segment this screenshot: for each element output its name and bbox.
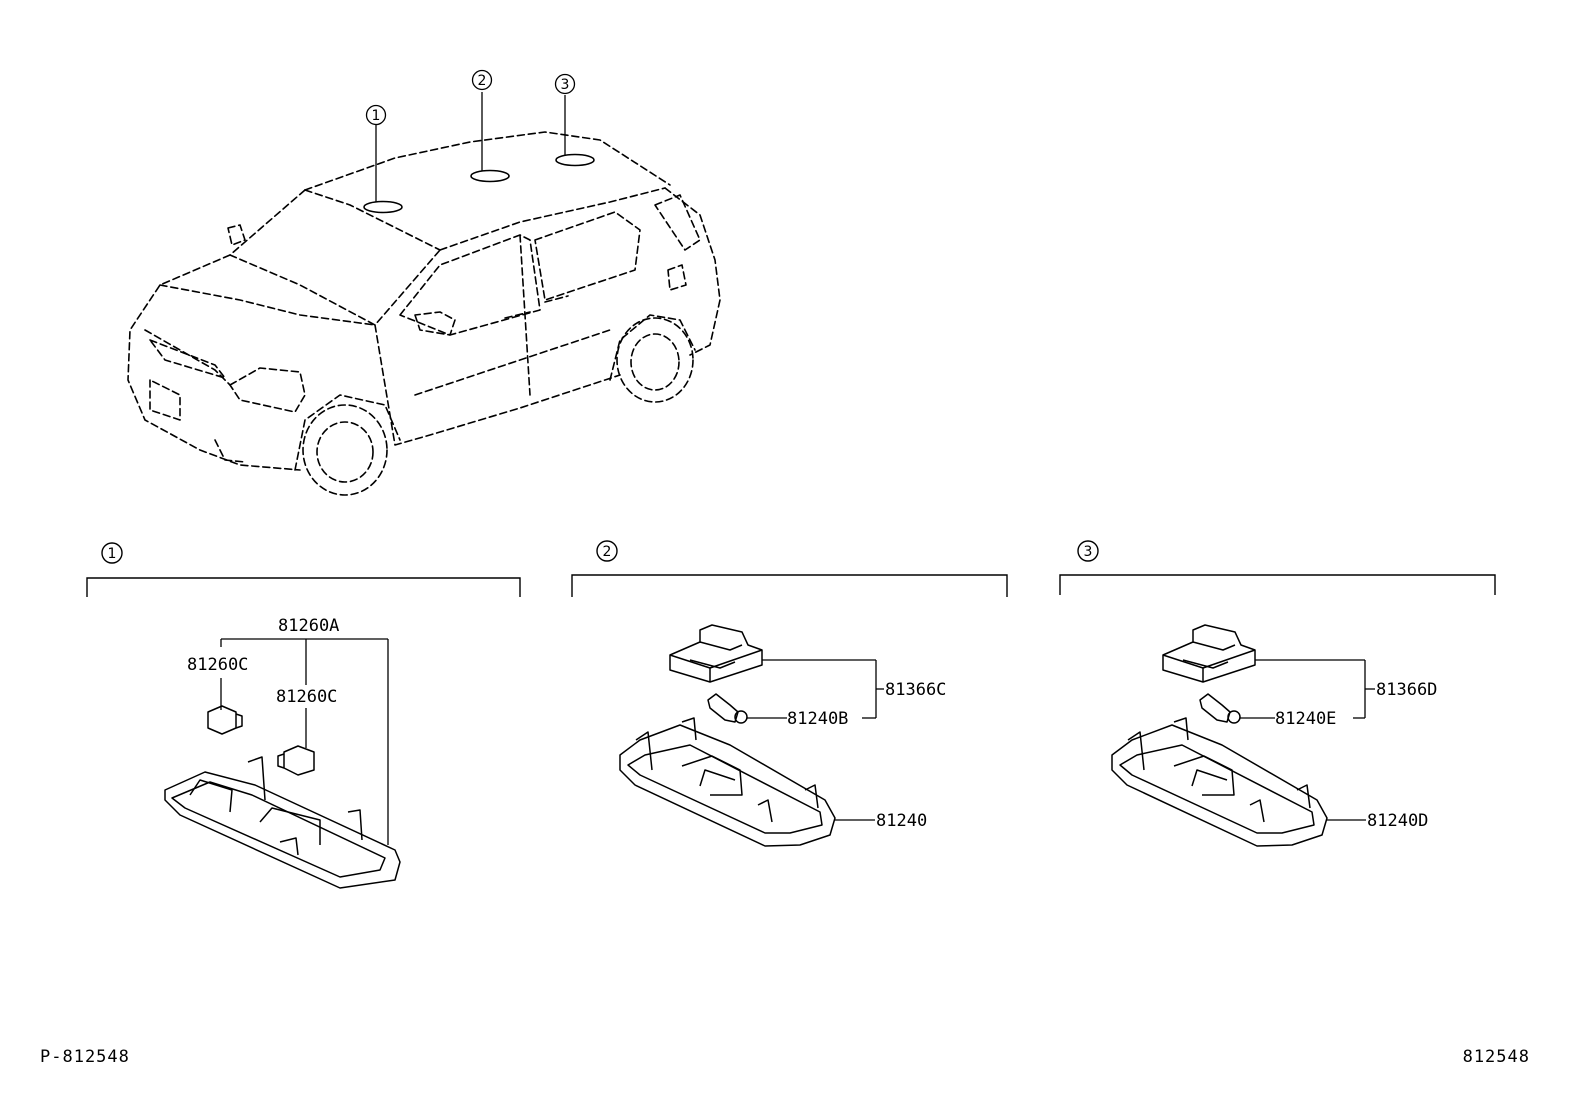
part-label-81260a: 81260A bbox=[278, 616, 339, 636]
part-label-81240b: 81240B bbox=[787, 709, 848, 729]
roof-lamp-2 bbox=[470, 169, 510, 183]
roof-lamp-1 bbox=[363, 200, 403, 214]
callout-number-1: 1 bbox=[372, 108, 381, 124]
part-label-81260c-right: 81260C bbox=[276, 687, 337, 707]
section-3-leaders bbox=[1240, 659, 1375, 821]
callout-number-3: 3 bbox=[561, 77, 570, 93]
part-label-81366c: 81366C bbox=[885, 680, 946, 700]
vehicle-illustration bbox=[127, 131, 721, 496]
section-3-lamp-assembly bbox=[1111, 624, 1328, 847]
section-2-leaders bbox=[747, 659, 884, 821]
section-2-lamp-assembly bbox=[619, 624, 836, 847]
part-label-81260c-left: 81260C bbox=[187, 655, 248, 675]
section-1-leaders bbox=[220, 638, 389, 845]
part-label-81366d: 81366D bbox=[1376, 680, 1437, 700]
footer-drawing-id-right: 812548 bbox=[1462, 1047, 1530, 1067]
part-label-81240e: 81240E bbox=[1275, 709, 1336, 729]
section-number-2: 2 bbox=[603, 544, 612, 560]
roof-lamp-markers bbox=[363, 153, 595, 214]
section-1-lamp-assembly bbox=[164, 705, 401, 889]
section-brackets bbox=[86, 540, 1496, 597]
section-number-3: 3 bbox=[1084, 544, 1093, 560]
callout-number-2: 2 bbox=[478, 73, 487, 89]
section-number-1: 1 bbox=[108, 546, 117, 562]
footer-drawing-id-left: P-812548 bbox=[40, 1047, 130, 1067]
part-label-81240d: 81240D bbox=[1367, 811, 1428, 831]
part-label-81240: 81240 bbox=[876, 811, 927, 831]
vehicle-callouts bbox=[365, 69, 576, 202]
roof-lamp-3 bbox=[555, 153, 595, 167]
